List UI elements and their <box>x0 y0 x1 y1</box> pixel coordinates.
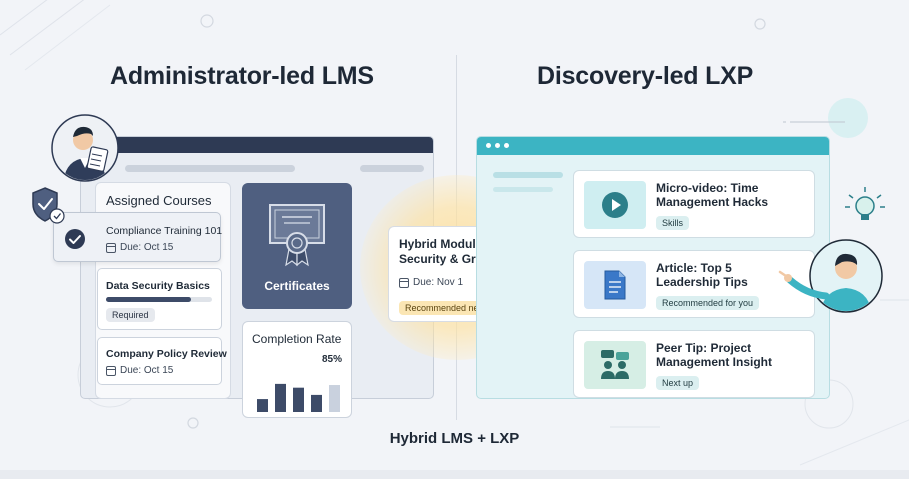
completion-bar <box>311 394 322 412</box>
lxp-item-article[interactable]: Article: Top 5 Leadership Tips Recommend… <box>573 250 815 318</box>
lxp-item-tag: Recommended for you <box>656 296 760 310</box>
lms-toolbar-placeholder-right <box>360 165 424 172</box>
completion-bar <box>275 383 286 412</box>
video-thumbnail <box>584 181 646 229</box>
lxp-item-tag: Next up <box>656 376 700 390</box>
course-due-text: Due: Oct 15 <box>120 242 174 253</box>
document-icon <box>604 270 626 300</box>
learner-avatar <box>778 239 883 313</box>
lxp-item-tag: Skills <box>656 216 690 230</box>
course-card-compliance[interactable]: Compliance Training 101 Due: Oct 15 <box>53 212 223 262</box>
article-thumbnail <box>584 261 646 309</box>
required-badge: Required <box>106 308 155 322</box>
completion-bar-chart <box>257 383 340 412</box>
assigned-courses-title: Assigned Courses <box>106 193 212 208</box>
recommended-next-badge: Recommended next <box>399 301 492 315</box>
certificates-label: Certificates <box>264 279 330 293</box>
hybrid-due: Due: Nov 1 <box>399 277 463 288</box>
lxp-item-title: Micro-video: Time Management Hacks <box>656 181 769 209</box>
peer-tip-thumbnail <box>584 341 646 389</box>
hybrid-due-text: Due: Nov 1 <box>413 277 464 288</box>
course-title: Company Policy Review <box>106 348 227 360</box>
course-card-data-security[interactable]: Data Security Basics Required <box>97 268 222 330</box>
shield-check-icon <box>32 187 65 224</box>
hybrid-caption: Hybrid LMS + LXP <box>389 430 520 447</box>
window-dot <box>504 143 509 148</box>
certificates-card[interactable]: Certificates <box>242 183 352 309</box>
certificate-icon <box>269 204 325 267</box>
completion-rate-value: 85% <box>322 354 343 365</box>
window-dot <box>486 143 491 148</box>
course-title: Compliance Training 101 <box>106 225 223 237</box>
course-card-policy-review[interactable]: Company Policy Review Due: Oct 15 <box>97 337 227 385</box>
calendar-icon <box>106 242 116 253</box>
lxp-heading: Discovery-led LXP <box>537 62 754 90</box>
calendar-icon <box>399 277 409 288</box>
course-due-text: Due: Oct 15 <box>120 365 174 376</box>
completion-bar <box>329 385 340 412</box>
checkmark-circle-icon <box>65 229 85 249</box>
window-dot <box>495 143 500 148</box>
completion-rate-title: Completion Rate <box>252 332 342 346</box>
lxp-window-titlebar <box>477 137 829 155</box>
completion-bar <box>257 399 268 412</box>
lxp-item-title: Article: Top 5 Leadership Tips <box>656 261 748 289</box>
play-icon <box>602 192 628 218</box>
course-due: Due: Oct 15 <box>106 365 173 376</box>
calendar-icon <box>106 365 116 376</box>
lxp-item-micro-video[interactable]: Micro-video: Time Management Hacks Skill… <box>573 170 815 238</box>
lms-toolbar-placeholder <box>125 165 295 172</box>
lxp-sidebar-placeholder <box>493 172 563 178</box>
lxp-sidebar-placeholder <box>493 187 553 192</box>
lightbulb-idea-icon <box>845 187 885 220</box>
completion-rate-card: Completion Rate 85% <box>242 321 352 418</box>
people-chat-icon <box>601 350 629 379</box>
course-progress-track <box>106 297 212 302</box>
lxp-item-title: Peer Tip: Project Management Insight <box>656 341 773 369</box>
course-progress-fill <box>106 297 191 302</box>
lms-window-titlebar <box>81 137 433 153</box>
lms-heading: Administrator-led LMS <box>110 62 374 90</box>
course-title: Data Security Basics <box>106 280 210 292</box>
completion-bar <box>293 387 304 412</box>
lxp-item-peer-tip[interactable]: Peer Tip: Project Management Insight Nex… <box>573 330 815 398</box>
administrator-avatar <box>51 114 119 182</box>
course-due: Due: Oct 15 <box>106 242 173 253</box>
